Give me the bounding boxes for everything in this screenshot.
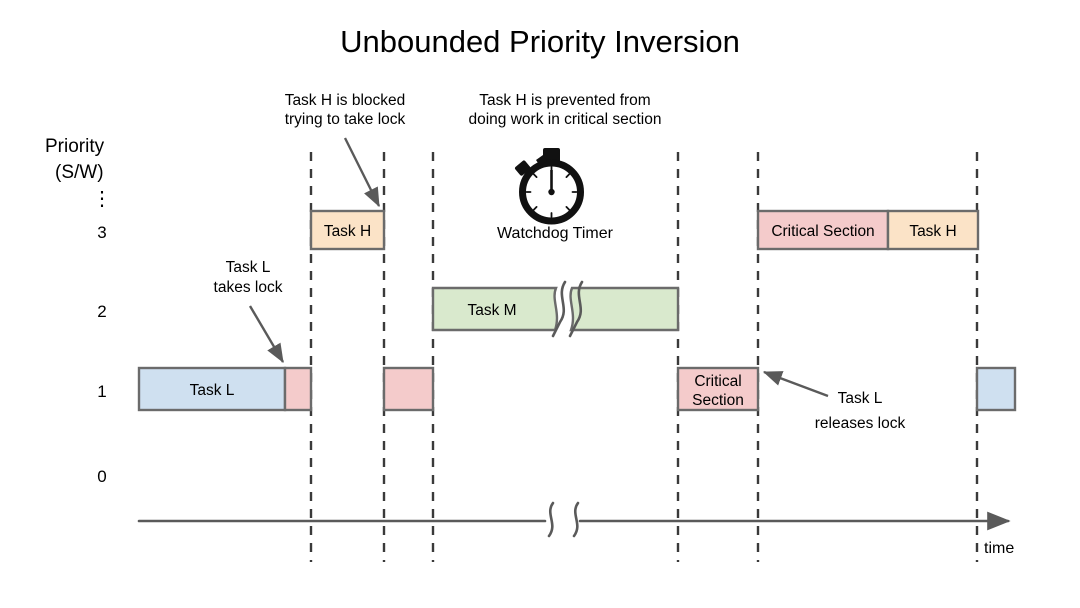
- y-tick-1: 1: [97, 382, 106, 401]
- annotation-arrow-task-l-takes-lock: [248, 305, 285, 364]
- annotation-task-h-prevented-line2: doing work in critical section: [469, 111, 662, 128]
- block-label-task-h-run: Task H: [909, 223, 956, 240]
- annotation-task-h-prevented-line1: Task H is prevented from: [479, 92, 650, 109]
- y-axis-label-line2: (S/W): [55, 162, 104, 183]
- y-tick-0: 0: [97, 467, 106, 486]
- block-task-l-run[interactable]: [137, 366, 287, 412]
- page-title: Unbounded Priority Inversion: [340, 24, 740, 59]
- block-task-m[interactable]: [431, 280, 680, 338]
- time-axis: [137, 501, 1011, 538]
- annotation-task-l-takes-lock-line1: Task L: [226, 259, 271, 276]
- annotation-arrow-task-h-blocked: [343, 137, 381, 208]
- block-task-l-critical-section[interactable]: [676, 366, 760, 412]
- block-task-l-critical-2[interactable]: [382, 366, 435, 412]
- annotation-task-l-releases-lock-line2: releases lock: [815, 415, 906, 432]
- annotation-task-h-blocked-line2: trying to take lock: [285, 111, 406, 128]
- y-axis-ellipsis: ⋮: [92, 188, 112, 210]
- block-label-critical-line1: Critical: [694, 373, 741, 390]
- y-axis-label-line1: Priority: [45, 136, 105, 157]
- block-label-task-l: Task L: [190, 382, 235, 399]
- watchdog-timer-label: Watchdog Timer: [497, 225, 614, 242]
- annotation-task-h-blocked-line1: Task H is blocked: [285, 92, 406, 109]
- block-label-task-h-blocked: Task H: [324, 223, 371, 240]
- annotation-task-l-releases-lock-line1: Task L: [838, 390, 883, 407]
- time-axis-label: time: [984, 540, 1014, 557]
- block-label-critical-section-h: Critical Section: [771, 223, 874, 240]
- block-task-l-resume[interactable]: [975, 366, 1017, 412]
- block-task-l-critical-1[interactable]: [283, 366, 313, 412]
- stopwatch-icon: [515, 148, 584, 225]
- block-label-task-m: Task M: [467, 302, 516, 319]
- block-task-h-blocked[interactable]: [309, 209, 386, 251]
- block-task-h-run[interactable]: [886, 209, 980, 251]
- annotation-arrow-task-l-releases-lock: [762, 370, 829, 398]
- block-label-critical-line2: Section: [692, 392, 744, 409]
- block-critical-section-h[interactable]: [756, 209, 890, 251]
- y-tick-2: 2: [97, 302, 106, 321]
- y-tick-3: 3: [97, 223, 106, 242]
- annotation-task-l-takes-lock-line2: takes lock: [214, 279, 283, 296]
